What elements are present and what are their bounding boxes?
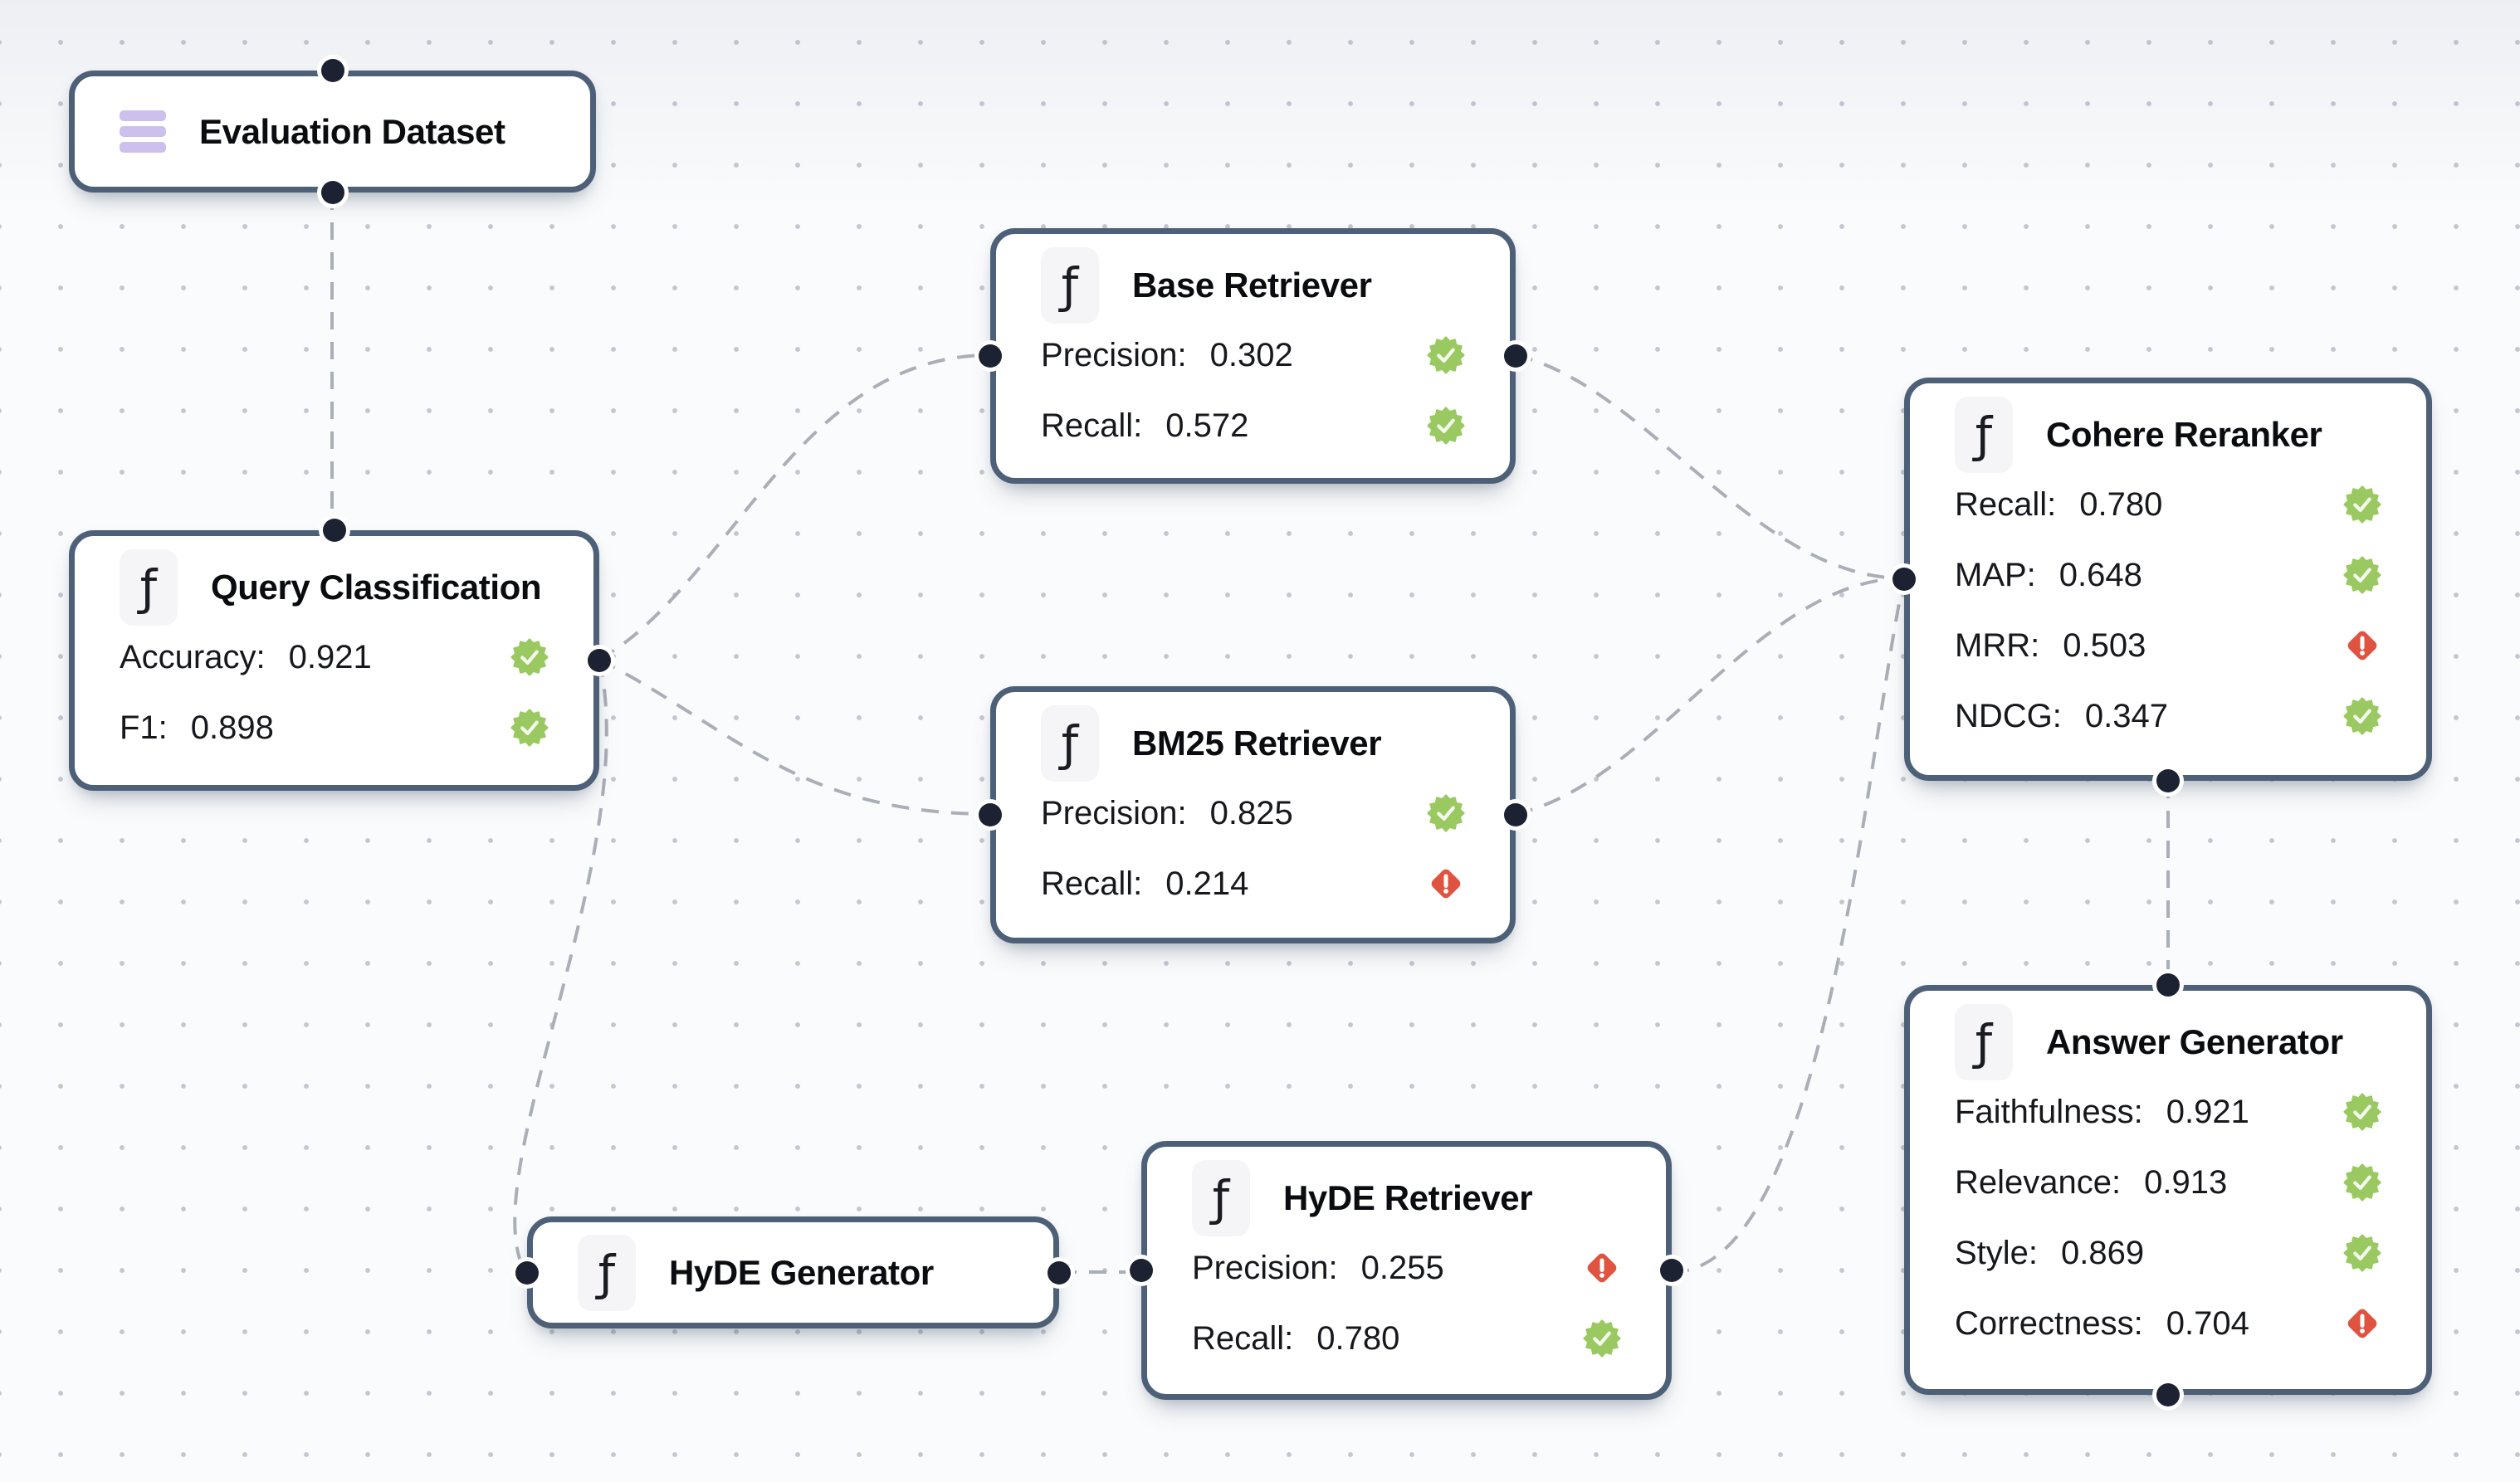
pass-seal-icon bbox=[2343, 1234, 2381, 1272]
node-title: BM25 Retriever bbox=[1132, 724, 1382, 763]
pass-seal-icon bbox=[1583, 1319, 1621, 1358]
node-answer-generator[interactable]: ƒ Answer Generator Faithfulness: 0.921 R… bbox=[1904, 973, 2432, 1406]
status-badge bbox=[1583, 1249, 1621, 1287]
handle-target-top[interactable] bbox=[2156, 973, 2180, 997]
handle-source-bottom[interactable] bbox=[320, 181, 344, 204]
fail-diamond-icon bbox=[2347, 1309, 2377, 1338]
edge-bm25-retriever-cohere-reranker[interactable] bbox=[1515, 577, 1905, 816]
metric-row: MAP: 0.648 bbox=[1955, 556, 2381, 594]
metric-row: Style: 0.869 bbox=[1955, 1234, 2381, 1272]
status-badge bbox=[2343, 697, 2381, 735]
pass-seal-icon bbox=[510, 638, 549, 676]
function-icon: ƒ bbox=[120, 549, 178, 626]
metric-row: MRR: 0.503 bbox=[1955, 627, 2381, 664]
handle-source-bottom[interactable] bbox=[2156, 1383, 2180, 1406]
function-icon: ƒ bbox=[1955, 1004, 2013, 1080]
node-hyde-retriever[interactable]: ƒ HyDE Retriever Precision: 0.255 Recall… bbox=[1130, 1141, 1683, 1400]
node-cohere-reranker[interactable]: ƒ Cohere Reranker Recall: 0.780 MAP: 0.6… bbox=[1892, 378, 2432, 792]
pass-seal-icon bbox=[2343, 1163, 2381, 1202]
fail-diamond-icon bbox=[2347, 631, 2377, 661]
handle-source-right[interactable] bbox=[1660, 1259, 1683, 1282]
handle-target-left[interactable] bbox=[1130, 1259, 1153, 1282]
status-badge bbox=[2343, 1163, 2381, 1202]
edge-hyde-retriever-cohere-reranker[interactable] bbox=[1671, 578, 1906, 1274]
pass-seal-icon bbox=[2343, 697, 2381, 735]
edge-query-classification-base-retriever[interactable] bbox=[598, 353, 991, 661]
function-icon: ƒ bbox=[1041, 705, 1099, 782]
node-title: HyDE Retriever bbox=[1283, 1178, 1533, 1217]
function-icon: ƒ bbox=[1041, 247, 1099, 324]
metric-row: Recall: 0.572 bbox=[1041, 407, 1465, 445]
status-badge bbox=[2343, 556, 2381, 594]
dataset-icon bbox=[120, 110, 166, 153]
status-badge bbox=[1427, 407, 1465, 445]
status-badge bbox=[510, 709, 549, 747]
node-hyde-generator[interactable]: ƒ HyDE Generator bbox=[515, 1216, 1071, 1328]
node-title: Evaluation Dataset bbox=[199, 111, 505, 151]
node-bm25-retriever[interactable]: ƒ BM25 Retriever Precision: 0.825 Recall… bbox=[979, 686, 1527, 943]
handle-source-right[interactable] bbox=[588, 649, 611, 672]
status-badge bbox=[1427, 794, 1465, 832]
edge-query-classification-bm25-retriever[interactable] bbox=[598, 658, 991, 816]
metric-row: Precision: 0.255 bbox=[1192, 1250, 1621, 1286]
metric-row: Recall: 0.214 bbox=[1041, 865, 1465, 902]
node-query-classification[interactable]: ƒ Query Classification Accuracy: 0.921 F… bbox=[69, 519, 611, 791]
status-badge bbox=[2343, 1093, 2381, 1131]
metric-row: Faithfulness: 0.921 bbox=[1955, 1093, 2381, 1131]
node-base-retriever[interactable]: ƒ Base Retriever Precision: 0.302 Recall… bbox=[979, 228, 1527, 484]
handle-source-right[interactable] bbox=[1504, 344, 1527, 368]
status-badge bbox=[1583, 1319, 1621, 1358]
function-icon: ƒ bbox=[1955, 397, 2013, 473]
pass-seal-icon bbox=[2343, 556, 2381, 594]
metric-row: Precision: 0.825 bbox=[1041, 794, 1465, 832]
handle-source-right[interactable] bbox=[1504, 803, 1527, 826]
pass-seal-icon bbox=[1427, 336, 1465, 374]
handle-source-bottom[interactable] bbox=[2156, 769, 2180, 792]
node-title: Cohere Reranker bbox=[2046, 415, 2322, 454]
node-title: Answer Generator bbox=[2046, 1022, 2343, 1061]
metric-row: Relevance: 0.913 bbox=[1955, 1163, 2381, 1202]
handle-source-right[interactable] bbox=[1048, 1260, 1071, 1285]
function-icon: ƒ bbox=[1192, 1160, 1250, 1236]
pass-seal-icon bbox=[1427, 794, 1465, 832]
edge-base-retriever-cohere-reranker[interactable] bbox=[1515, 353, 1905, 580]
status-badge bbox=[510, 638, 549, 676]
handle-target-top[interactable] bbox=[320, 59, 344, 82]
metric-row: F1: 0.898 bbox=[120, 709, 549, 747]
fail-diamond-icon bbox=[1431, 869, 1461, 899]
metric-row: NDCG: 0.347 bbox=[1955, 697, 2381, 735]
node-title: Query Classification bbox=[211, 568, 542, 607]
metric-row: Recall: 0.780 bbox=[1955, 485, 2381, 524]
metric-row: Precision: 0.302 bbox=[1041, 336, 1465, 374]
metric-row: Accuracy: 0.921 bbox=[120, 638, 549, 676]
handle-target-left[interactable] bbox=[515, 1260, 539, 1285]
status-badge bbox=[1427, 336, 1465, 374]
handle-target-left[interactable] bbox=[1892, 568, 1916, 591]
node-title: HyDE Generator bbox=[669, 1252, 934, 1292]
handle-target-left[interactable] bbox=[979, 344, 1002, 368]
function-icon: ƒ bbox=[578, 1234, 636, 1311]
handle-target-left[interactable] bbox=[979, 803, 1002, 826]
edge-query-classification-hyde-generator[interactable] bbox=[513, 659, 608, 1273]
status-badge bbox=[2343, 1234, 2381, 1272]
status-badge bbox=[2343, 485, 2381, 524]
node-title: Base Retriever bbox=[1132, 266, 1372, 305]
node-evaluation-dataset[interactable]: Evaluation Dataset bbox=[69, 59, 596, 204]
status-badge bbox=[2343, 626, 2381, 665]
pass-seal-icon bbox=[2343, 1093, 2381, 1131]
metric-row: Correctness: 0.704 bbox=[1955, 1305, 2381, 1342]
status-badge bbox=[1427, 865, 1465, 903]
fail-diamond-icon bbox=[1587, 1253, 1617, 1283]
handle-target-top[interactable] bbox=[322, 519, 346, 542]
pass-seal-icon bbox=[510, 709, 549, 747]
status-badge bbox=[2343, 1304, 2381, 1343]
metric-row: Recall: 0.780 bbox=[1192, 1319, 1621, 1358]
pass-seal-icon bbox=[2343, 485, 2381, 524]
pass-seal-icon bbox=[1427, 407, 1465, 445]
